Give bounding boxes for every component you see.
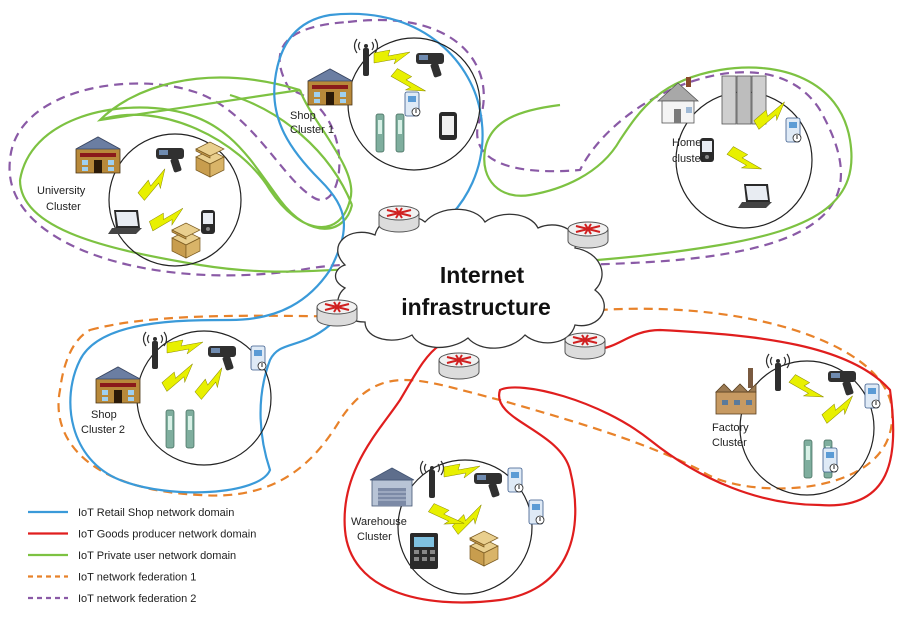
warehouse-icon bbox=[369, 467, 415, 507]
router-icon bbox=[564, 332, 606, 360]
router-icon bbox=[438, 352, 480, 380]
wireless-link-icon bbox=[192, 366, 230, 401]
home-label-line2: cluster bbox=[672, 153, 705, 165]
package-icon bbox=[469, 530, 499, 567]
router-icon bbox=[567, 221, 609, 249]
home-label-line1: Home bbox=[672, 137, 701, 149]
factory-icon bbox=[715, 367, 757, 415]
shop1-label-line1: Shop bbox=[290, 110, 316, 122]
rfid-tag-icon bbox=[250, 345, 267, 371]
federation-2-boundary bbox=[8, 19, 842, 277]
rfid-reader-icon bbox=[156, 148, 184, 173]
rfid-reader-icon bbox=[828, 371, 856, 396]
keypad-icon bbox=[410, 533, 438, 569]
university-label-line1: University bbox=[37, 185, 86, 197]
legend-label: IoT Retail Shop network domain bbox=[78, 507, 234, 519]
wireless-link-icon bbox=[160, 361, 199, 393]
factory-label-line2: Cluster bbox=[712, 437, 747, 449]
factory-label-line1: Factory bbox=[712, 422, 749, 434]
university-cluster-circle bbox=[108, 133, 242, 267]
rfid-tag-icon bbox=[528, 499, 545, 525]
router-icon bbox=[316, 299, 358, 327]
legend-label: IoT Goods producer network domain bbox=[78, 529, 256, 541]
wireless-link-icon bbox=[373, 49, 411, 65]
factory-cluster-circle bbox=[739, 360, 875, 496]
rfid-gate-icon bbox=[375, 113, 405, 153]
rfid-gate-icon bbox=[165, 409, 195, 449]
shop2-label-line2: Cluster 2 bbox=[81, 424, 125, 436]
rfid-tag-icon bbox=[785, 117, 802, 143]
wireless-link-icon bbox=[450, 502, 489, 536]
rfid-reader-icon bbox=[208, 346, 236, 371]
wireless-link-icon bbox=[726, 144, 764, 179]
pda-icon bbox=[201, 210, 215, 234]
tablet-icon bbox=[439, 112, 457, 140]
rfid-tag-icon bbox=[864, 383, 881, 409]
warehouse-label-line2: Cluster bbox=[357, 531, 392, 543]
rfid-reader-icon bbox=[416, 53, 444, 78]
house-icon bbox=[657, 76, 699, 124]
building-icon bbox=[307, 68, 353, 106]
shop1-label-line2: Cluster 1 bbox=[290, 124, 334, 136]
internet-label-line2: infrastructure bbox=[401, 294, 551, 320]
package-icon bbox=[171, 222, 201, 259]
antenna-icon bbox=[419, 460, 445, 499]
goods-producer-boundary bbox=[343, 328, 895, 604]
private-user-boundary bbox=[18, 66, 853, 273]
rfid-tag-icon bbox=[404, 91, 421, 117]
building-icon bbox=[75, 136, 121, 174]
warehouse-label-line1: Warehouse bbox=[351, 516, 407, 528]
warehouse-cluster-circle bbox=[397, 459, 533, 595]
wireless-link-icon bbox=[788, 372, 826, 407]
internet-cloud bbox=[334, 208, 605, 349]
legend-label: IoT network federation 1 bbox=[78, 572, 196, 584]
wireless-link-icon bbox=[135, 167, 173, 202]
rfid-tag-icon bbox=[822, 447, 839, 473]
rfid-tag-icon bbox=[507, 467, 524, 493]
wireless-link-icon bbox=[820, 393, 859, 425]
shop2-label-line1: Shop bbox=[91, 409, 117, 421]
wireless-link-icon bbox=[166, 339, 204, 355]
rfid-reader-icon bbox=[474, 473, 502, 498]
legend-label: IoT network federation 2 bbox=[78, 593, 196, 605]
building-icon bbox=[95, 366, 141, 404]
router-icon bbox=[378, 205, 420, 233]
legend-label: IoT Private user network domain bbox=[78, 550, 236, 562]
internet-label-line1: Internet bbox=[440, 262, 525, 288]
laptop-icon bbox=[738, 184, 772, 208]
university-label-line2: Cluster bbox=[46, 201, 81, 213]
package-icon bbox=[195, 141, 225, 178]
